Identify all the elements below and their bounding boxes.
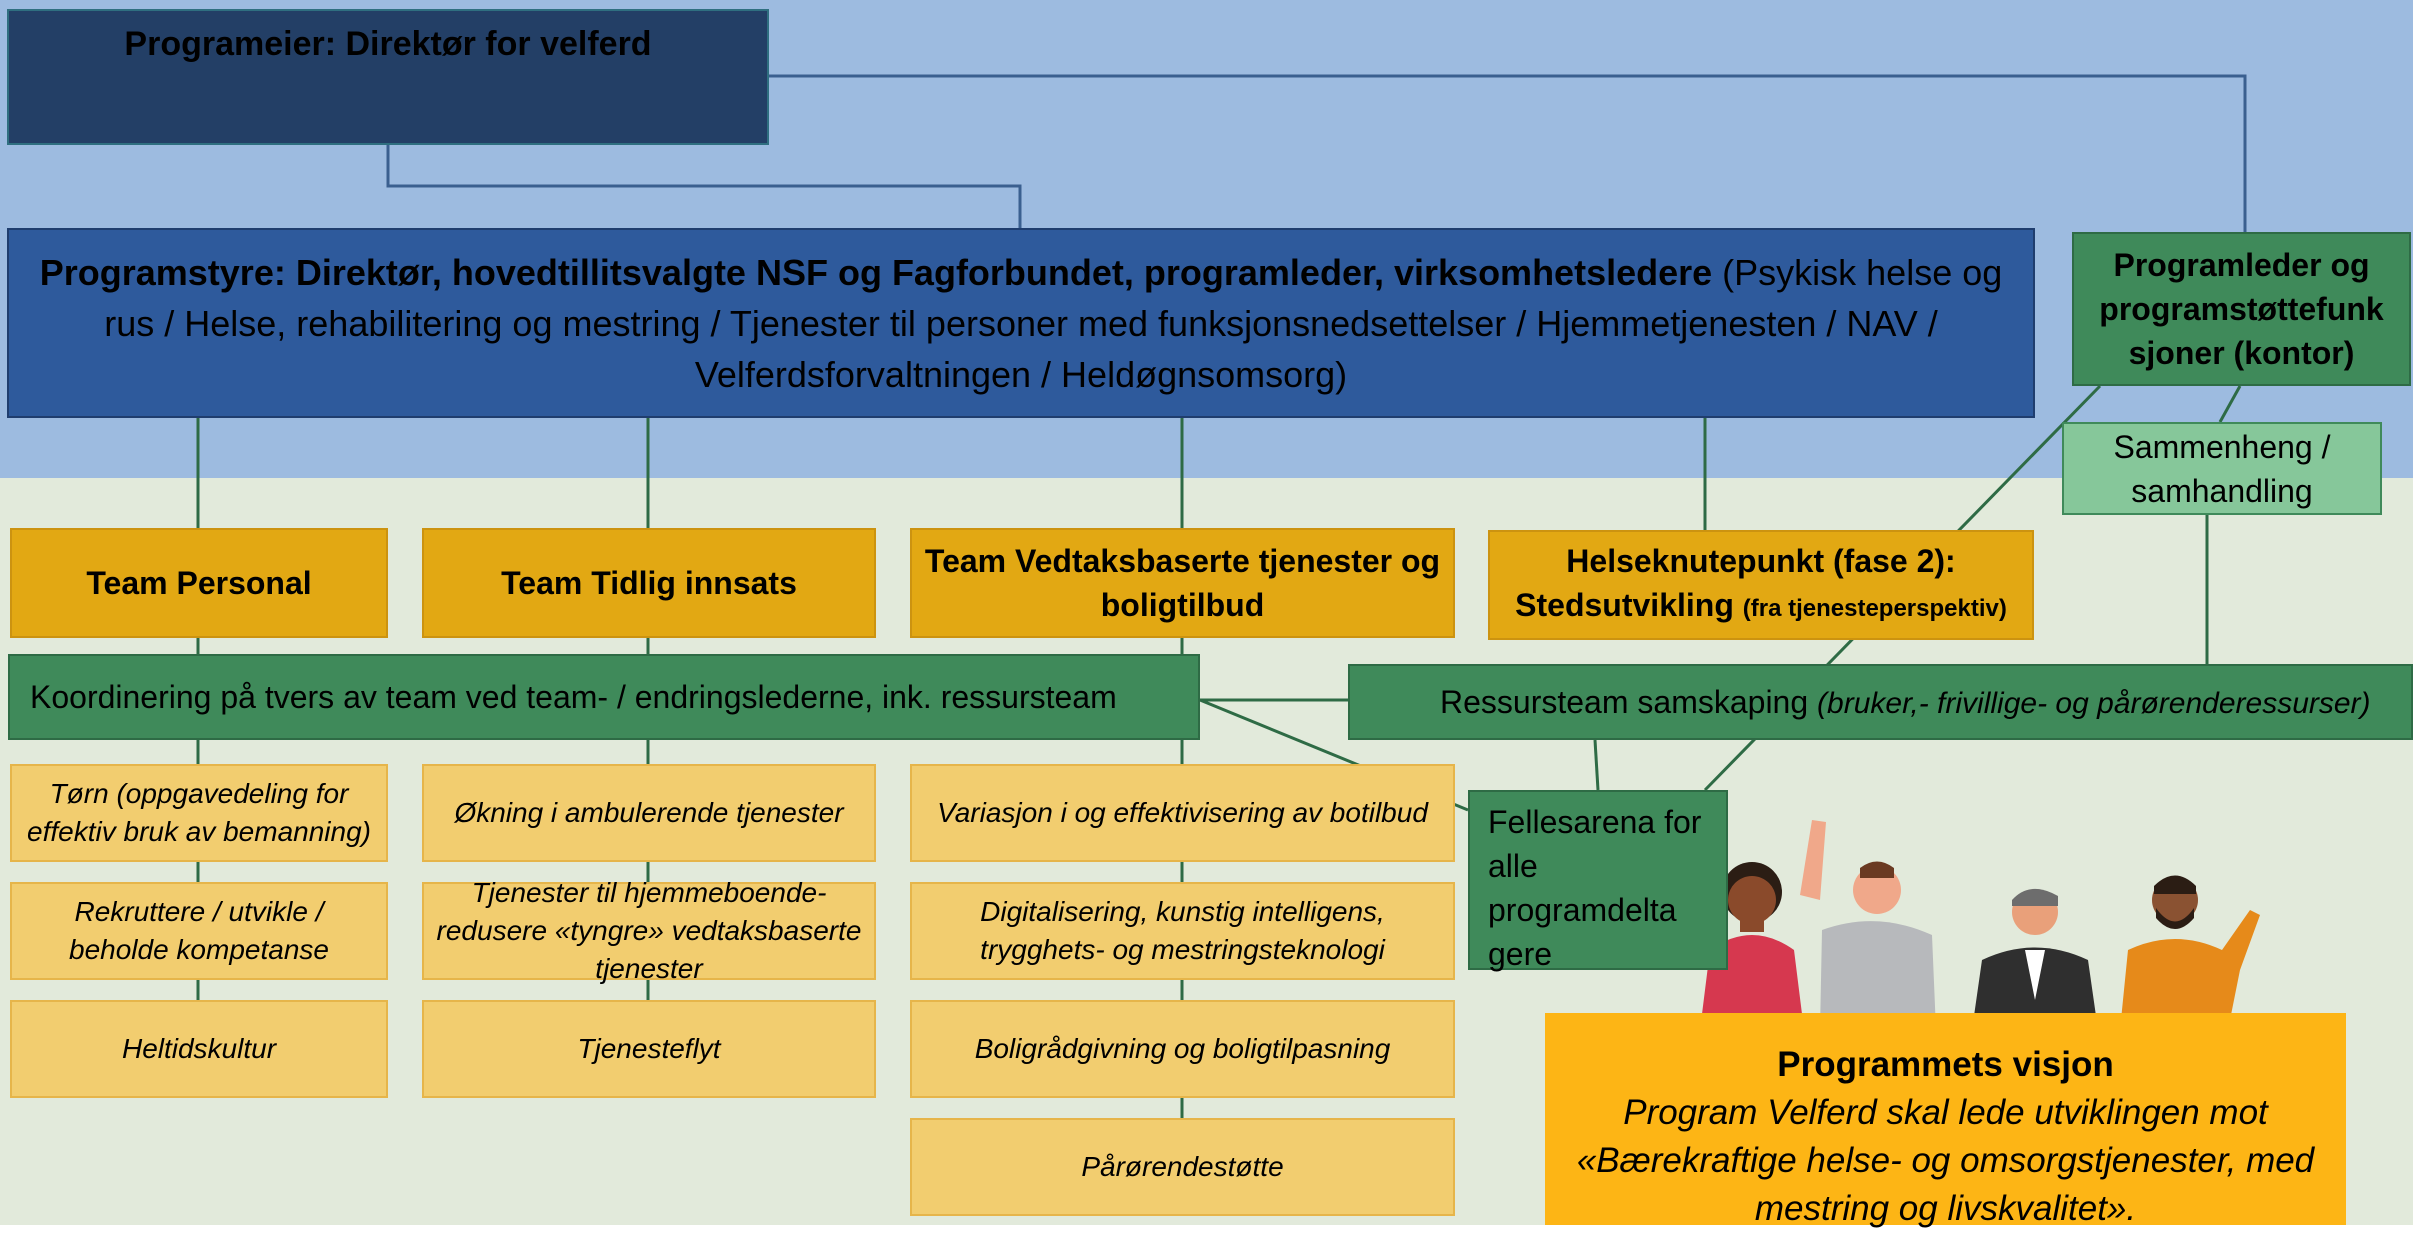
task-vedtak-3: Boligrådgivning og boligtilpasning (910, 1000, 1455, 1098)
task-label: Digitalisering, kunstig intelligens, try… (980, 896, 1385, 965)
resource-team-box: Ressursteam samskaping (bruker,- frivill… (1348, 664, 2413, 740)
team-tidlig-box: Team Tidlig innsats (422, 528, 876, 638)
task-label: Tjenesteflyt (577, 1033, 721, 1064)
resource-team-note: (bruker,- frivillige- og pårørenderessur… (1817, 686, 2371, 720)
task-personal-2: Rekruttere / utvikle / beholde kompetans… (10, 882, 388, 980)
team-helse-text: Helseknutepunkt (fase 2): Stedsutvikling… (1490, 539, 2032, 631)
task-label: Boligrådgivning og boligtilpasning (974, 1033, 1391, 1064)
program-board-members: (Psykisk helse og rus / Helse, rehabilit… (104, 251, 2003, 395)
task-vedtak-4: Pårørendestøtte (910, 1118, 1455, 1216)
program-leader-label: Programleder og programstøttefunk sjoner… (2099, 247, 2384, 371)
program-board-box: Programstyre: Direktør, hovedtillitsvalg… (7, 228, 2035, 418)
vision-title: Programmets visjon (1777, 1045, 2114, 1084)
task-label: Pårørendestøtte (1081, 1151, 1284, 1182)
task-tidlig-3: Tjenesteflyt (422, 1000, 876, 1098)
task-label: Tjenester til hjemmeboende- redusere «ty… (436, 877, 862, 984)
line-owner-programleader (769, 74, 2247, 232)
program-owner-box: Programeier: Direktør for velferd (7, 9, 769, 145)
person-2-icon (1800, 820, 1936, 1030)
team-personal-label: Team Personal (86, 565, 312, 601)
line-owner-board (386, 145, 1022, 228)
vision-text: Program Velferd skal lede utviklingen mo… (1576, 1093, 2315, 1228)
team-tidlig-label: Team Tidlig innsats (501, 565, 797, 601)
common-arena-box: Fellesarena for alle programdelta gere (1468, 790, 1728, 972)
task-tidlig-2: Tjenester til hjemmeboende- redusere «ty… (422, 877, 876, 984)
coordination-box: Koordinering på tvers av team ved team- … (8, 654, 1200, 740)
team-personal-box: Team Personal (10, 528, 388, 638)
task-vedtak-2: Digitalisering, kunstig intelligens, try… (910, 882, 1455, 980)
program-board-text: Programstyre: Direktør, hovedtillitsvalg… (29, 247, 2013, 400)
team-helse-box: Helseknutepunkt (fase 2): Stedsutvikling… (1488, 530, 2034, 640)
connection-label: Sammenheng / samhandling (2113, 428, 2331, 509)
task-vedtak-1: Variasjon i og effektivisering av botilb… (910, 764, 1455, 862)
line-ress-fell (1593, 739, 1600, 791)
team-vedtak-label: Team Vedtaksbaserte tjenester og boligti… (924, 543, 1441, 623)
task-label: Tørn (oppgavedeling for effektiv bruk av… (27, 778, 371, 847)
task-personal-3: Heltidskultur (10, 1000, 388, 1098)
person-4-icon (2120, 875, 2260, 1030)
task-label: Rekruttere / utvikle / beholde kompetans… (69, 896, 329, 965)
program-leader-box: Programleder og programstøttefunk sjoner… (2072, 232, 2411, 386)
line-pl-samm (2218, 385, 2242, 423)
task-label: Heltidskultur (121, 1033, 277, 1064)
vision-content: Programmets visjon Program Velferd skal … (1545, 1013, 2346, 1233)
task-label: Variasjon i og effektivisering av botilb… (937, 797, 1428, 828)
task-label: Økning i ambulerende tjenester (454, 797, 844, 828)
common-arena-label: Fellesarena for alle programdelta gere (1488, 804, 1702, 972)
team-vedtak-box: Team Vedtaksbaserte tjenester og boligti… (910, 528, 1455, 638)
vision-box: Programmets visjon Program Velferd skal … (1545, 1013, 2346, 1228)
program-owner-label: Programeier: Direktør for velferd (124, 25, 652, 63)
resource-team-label: Ressursteam samskaping (1440, 683, 1818, 720)
task-tidlig-1: Økning i ambulerende tjenester (422, 764, 876, 862)
team-helse-sub: (fra tjenesteperspektiv) (1742, 595, 2007, 622)
task-personal-1: Tørn (oppgavedeling for effektiv bruk av… (10, 764, 388, 862)
person-3-icon (1972, 888, 2098, 1030)
team-helse-label: Helseknutepunkt (fase 2): Stedsutvikling (1515, 543, 1956, 623)
people-illustration (1700, 820, 2260, 1030)
connection-box: Sammenheng / samhandling (2062, 422, 2382, 515)
coordination-label: Koordinering på tvers av team ved team- … (30, 679, 1117, 715)
program-board-title: Programstyre: Direktør, hovedtillitsvalg… (39, 251, 1713, 293)
resource-team-text: Ressursteam samskaping (bruker,- frivill… (1440, 684, 2371, 721)
